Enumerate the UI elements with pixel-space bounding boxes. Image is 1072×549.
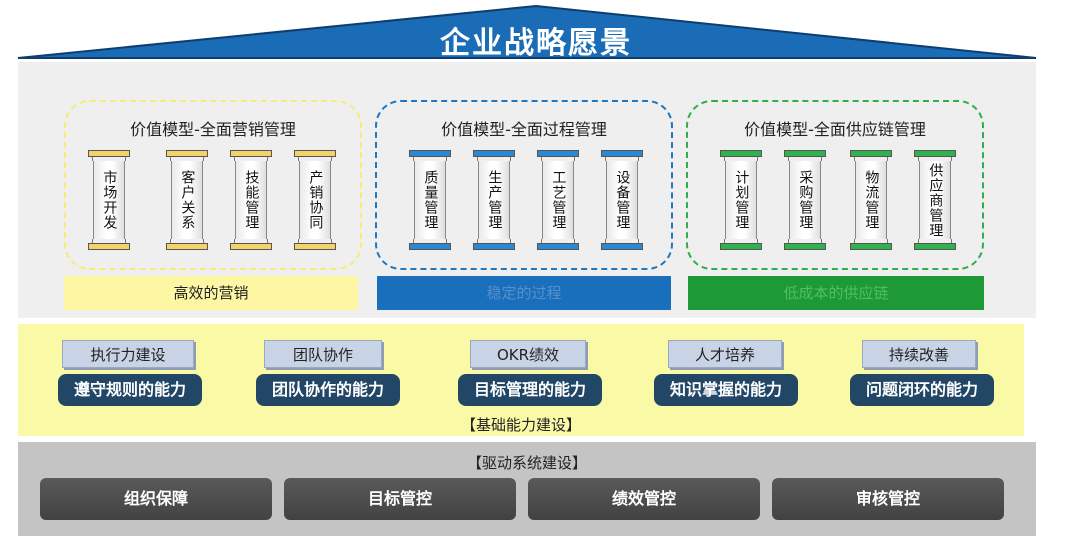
pillar-label: 供应商管理	[927, 162, 944, 238]
drive-block-organization: 组织保障	[40, 478, 272, 520]
pillar-label: 工艺管理	[550, 170, 567, 230]
strategy-vision-title: 企业战略愿景	[440, 26, 632, 61]
drive-block-goal-control: 目标管控	[284, 478, 516, 520]
band-efficient-marketing: 高效的营销	[64, 276, 358, 310]
skill-tag: 执行力建设	[62, 340, 194, 368]
pillar: 质量管理	[409, 150, 451, 250]
value-model-process: 价值模型-全面过程管理 质量管理 生产管理 工艺管理 设备管理	[375, 100, 673, 270]
value-model-title: 价值模型-全面过程管理	[441, 120, 607, 139]
pillar-label: 设备管理	[614, 170, 631, 230]
skill-tag: OKR绩效	[470, 340, 586, 368]
skill-ability: 知识掌握的能力	[654, 374, 798, 406]
pillar-label: 生产管理	[486, 170, 503, 230]
skill-block: 持续改善 问题闭环的能力	[850, 340, 994, 406]
band-stable-process: 稳定的过程	[377, 276, 671, 310]
pillar-label: 产销协同	[307, 170, 324, 230]
pillar: 采购管理	[784, 150, 826, 250]
pillar-label: 客户关系	[179, 170, 196, 230]
pillar: 物流管理	[850, 150, 892, 250]
pillar-label: 物流管理	[863, 170, 880, 230]
pillar: 市场开发	[88, 150, 130, 250]
pillar: 设备管理	[601, 150, 643, 250]
skill-ability: 遵守规则的能力	[58, 374, 202, 406]
pillar-label: 计划管理	[733, 170, 750, 230]
pillar-label: 采购管理	[797, 170, 814, 230]
skill-block: 团队协作 团队协作的能力	[256, 340, 400, 406]
skill-tag: 持续改善	[862, 340, 976, 368]
pillar: 技能管理	[230, 150, 272, 250]
skill-tag: 团队协作	[264, 340, 382, 368]
skill-tag: 人才培养	[668, 340, 782, 368]
skill-block: 人才培养 知识掌握的能力	[654, 340, 798, 406]
skill-ability: 目标管理的能力	[458, 374, 602, 406]
pillar: 生产管理	[473, 150, 515, 250]
pillar: 供应商管理	[914, 150, 956, 250]
value-model-supply-chain: 价值模型-全面供应链管理 计划管理 采购管理 物流管理 供应商管理	[686, 100, 984, 270]
skill-ability: 问题闭环的能力	[850, 374, 994, 406]
value-model-title: 价值模型-全面供应链管理	[744, 120, 926, 139]
pillar: 计划管理	[720, 150, 762, 250]
skill-ability: 团队协作的能力	[256, 374, 400, 406]
band-low-cost-supply-chain: 低成本的供应链	[688, 276, 984, 310]
value-model-title: 价值模型-全面营销管理	[130, 120, 296, 139]
pillar-label: 质量管理	[422, 170, 439, 230]
pillar: 工艺管理	[537, 150, 579, 250]
skill-block: OKR绩效 目标管理的能力	[458, 340, 602, 406]
drive-caption: 【驱动系统建设】	[466, 454, 587, 472]
pillar: 产销协同	[294, 150, 336, 250]
pillar: 客户关系	[166, 150, 208, 250]
pillar-label: 技能管理	[243, 170, 260, 230]
roof	[17, 4, 1037, 59]
pillar-label: 市场开发	[101, 170, 118, 230]
foundation-caption: 【基础能力建设】	[460, 416, 581, 434]
drive-block-audit-control: 审核管控	[772, 478, 1004, 520]
skill-block: 执行力建设 遵守规则的能力	[58, 340, 202, 406]
drive-block-performance-control: 绩效管控	[528, 478, 760, 520]
value-model-marketing: 价值模型-全面营销管理 市场开发 客户关系 技能管理 产销协同	[64, 100, 362, 270]
